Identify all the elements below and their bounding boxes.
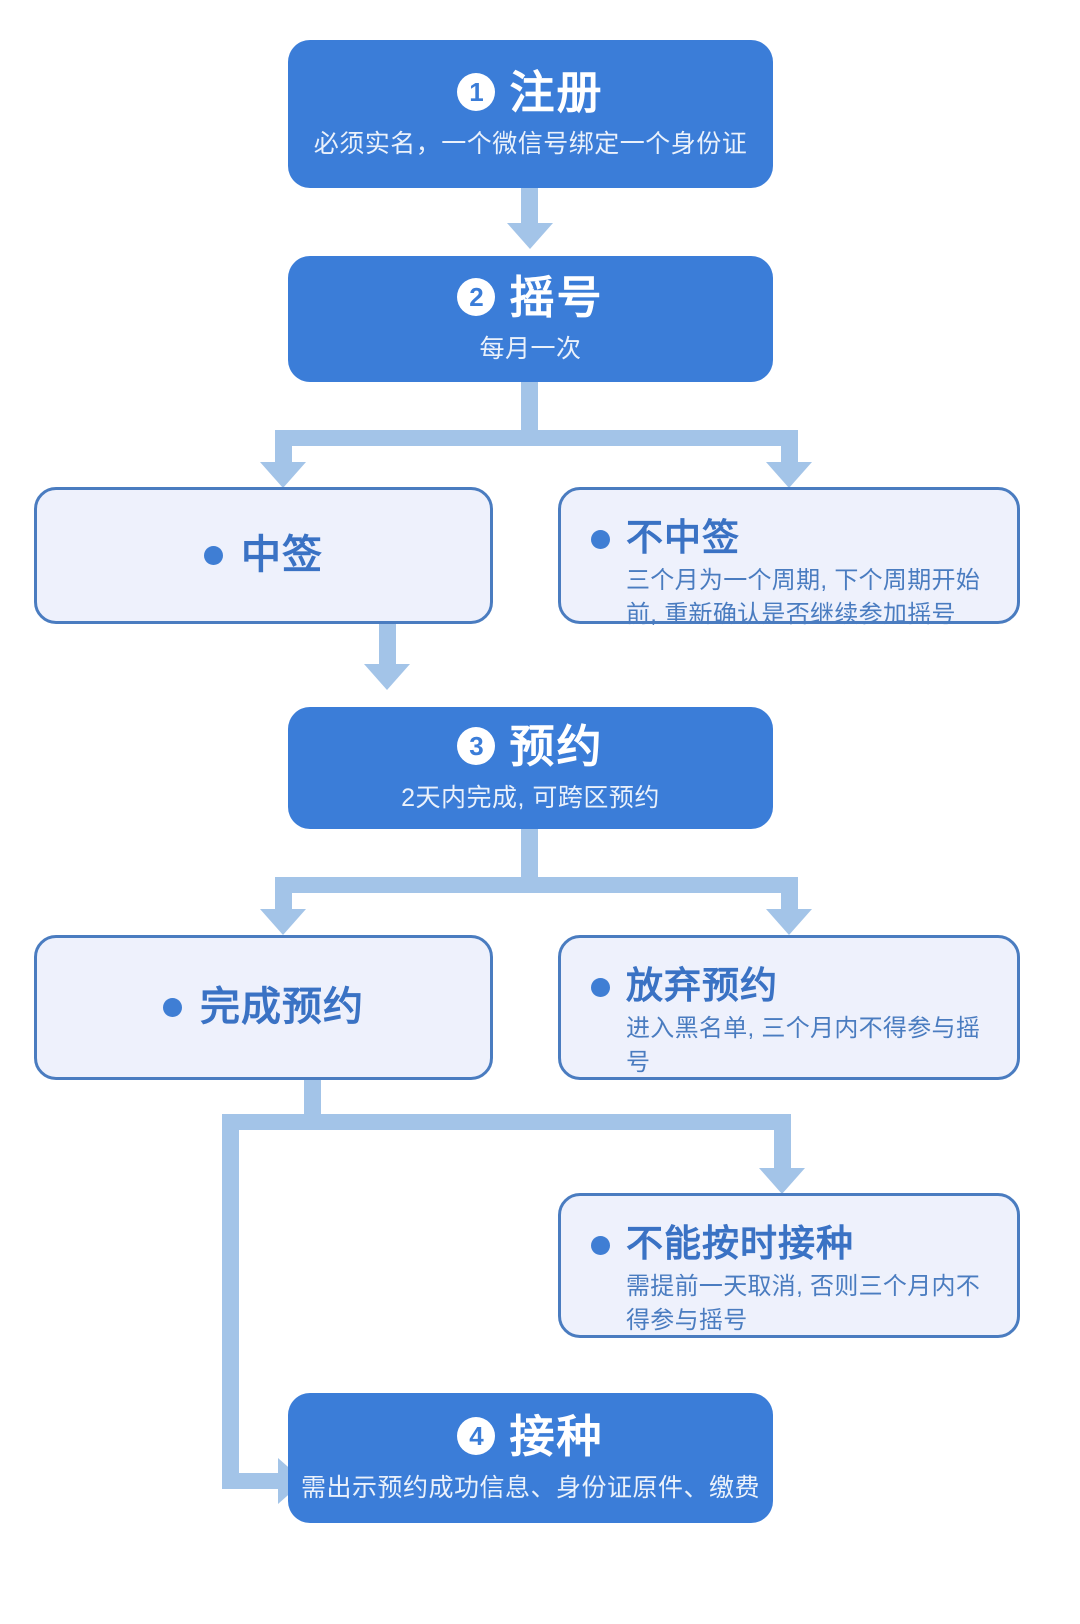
step-4-subtitle: 需出示预约成功信息、身份证原件、缴费	[300, 1473, 760, 1502]
outcome-fangqi-yuyue-box: 放弃预约 进入黑名单, 三个月内不得参与摇号	[558, 935, 1020, 1080]
fork-step2-left-drop	[275, 430, 292, 466]
fork-step3-stem	[521, 829, 538, 885]
step-2-subtitle: 每月一次	[479, 334, 582, 363]
fork-step2-left-arrow	[260, 462, 306, 488]
step-4-vaccination-box: 4 接种 需出示预约成功信息、身份证原件、缴费	[288, 1393, 773, 1523]
step-3-appointment-box: 3 预约 2天内完成, 可跨区预约	[288, 707, 773, 829]
step-2-title: 摇号	[509, 271, 604, 323]
step-2-heading: 2 摇号	[457, 275, 603, 320]
fork-wancheng-stem	[304, 1080, 321, 1122]
bullet-dot-icon	[163, 998, 182, 1017]
fork-step3-left-drop	[275, 877, 292, 913]
bullet-dot-icon	[204, 546, 223, 565]
outcome-zhongqian-content: 中签	[37, 490, 490, 621]
fork-step2-right-drop	[781, 430, 798, 466]
step-1-title: 注册	[509, 66, 604, 118]
connector-to-step4-drop	[222, 1114, 239, 1489]
fork-step3-left-arrow	[260, 909, 306, 935]
connector-zhongqian-to-step3-arrow	[364, 664, 410, 690]
outcome-fangqi-yuyue-content: 放弃预约 进入黑名单, 三个月内不得参与摇号	[591, 966, 987, 1080]
step-1-register-box: 1 注册 必须实名，一个微信号绑定一个身份证	[288, 40, 773, 188]
step-2-lottery-box: 2 摇号 每月一次	[288, 256, 773, 382]
step-3-number-badge: 3	[457, 727, 496, 765]
step-1-number-badge: 1	[457, 73, 496, 111]
connector-to-step4-run	[222, 1473, 282, 1489]
step-4-number-badge: 4	[457, 1417, 496, 1455]
outcome-bunengjiezhong-title: 不能按时接种	[626, 1223, 854, 1264]
fork-wancheng-bar	[222, 1114, 791, 1130]
fork-step3-right-arrow	[766, 909, 812, 935]
outcome-buzhongqian-content: 不中签 三个月为一个周期, 下个周期开始前, 重新确认是否继续参加摇号	[591, 518, 987, 632]
step-2-number-badge: 2	[457, 278, 496, 316]
step-4-title: 接种	[509, 1410, 604, 1462]
connector-step1-to-step2-line	[521, 188, 538, 227]
bullet-dot-icon	[591, 1236, 610, 1255]
outcome-wancheng-yuyue-content: 完成预约	[37, 938, 490, 1077]
fork-step2-bar	[275, 430, 798, 446]
outcome-zhongqian-title: 中签	[241, 532, 323, 577]
connector-to-bunengjiezhong-drop	[774, 1114, 791, 1172]
connector-zhongqian-to-step3-line	[379, 624, 396, 668]
outcome-wancheng-yuyue-box: 完成预约	[34, 935, 493, 1080]
outcome-wancheng-yuyue-title: 完成预约	[200, 984, 364, 1029]
connector-step1-to-step2-arrow	[507, 223, 553, 249]
outcome-bunengjiezhong-subtitle: 需提前一天取消, 否则三个月内不得参与摇号	[626, 1272, 981, 1335]
step-3-subtitle: 2天内完成, 可跨区预约	[401, 783, 660, 812]
fork-step2-right-arrow	[766, 462, 812, 488]
outcome-fangqi-yuyue-subtitle: 进入黑名单, 三个月内不得参与摇号	[626, 1014, 981, 1077]
bullet-dot-icon	[591, 530, 610, 549]
step-1-subtitle: 必须实名，一个微信号绑定一个身份证	[313, 129, 748, 158]
step-4-heading: 4 接种	[457, 1414, 603, 1459]
outcome-buzhongqian-title: 不中签	[626, 517, 740, 558]
step-3-title: 预约	[509, 720, 604, 772]
step-3-heading: 3 预约	[457, 724, 603, 769]
outcome-bunengjiezhong-content: 不能按时接种 需提前一天取消, 否则三个月内不得参与摇号	[591, 1224, 987, 1338]
outcome-fangqi-yuyue-title: 放弃预约	[626, 965, 778, 1006]
outcome-buzhongqian-subtitle: 三个月为一个周期, 下个周期开始前, 重新确认是否继续参加摇号	[626, 566, 981, 629]
fork-step3-bar	[275, 877, 798, 893]
outcome-buzhongqian-box: 不中签 三个月为一个周期, 下个周期开始前, 重新确认是否继续参加摇号	[558, 487, 1020, 628]
outcome-zhongqian-box: 中签	[34, 487, 493, 624]
bullet-dot-icon	[591, 978, 610, 997]
step-1-heading: 1 注册	[457, 70, 603, 115]
fork-step3-right-drop	[781, 877, 798, 913]
outcome-bunengjiezhong-box: 不能按时接种 需提前一天取消, 否则三个月内不得参与摇号	[558, 1193, 1020, 1338]
connector-to-bunengjiezhong-arrow	[759, 1168, 805, 1194]
fork-step2-stem	[521, 382, 538, 438]
